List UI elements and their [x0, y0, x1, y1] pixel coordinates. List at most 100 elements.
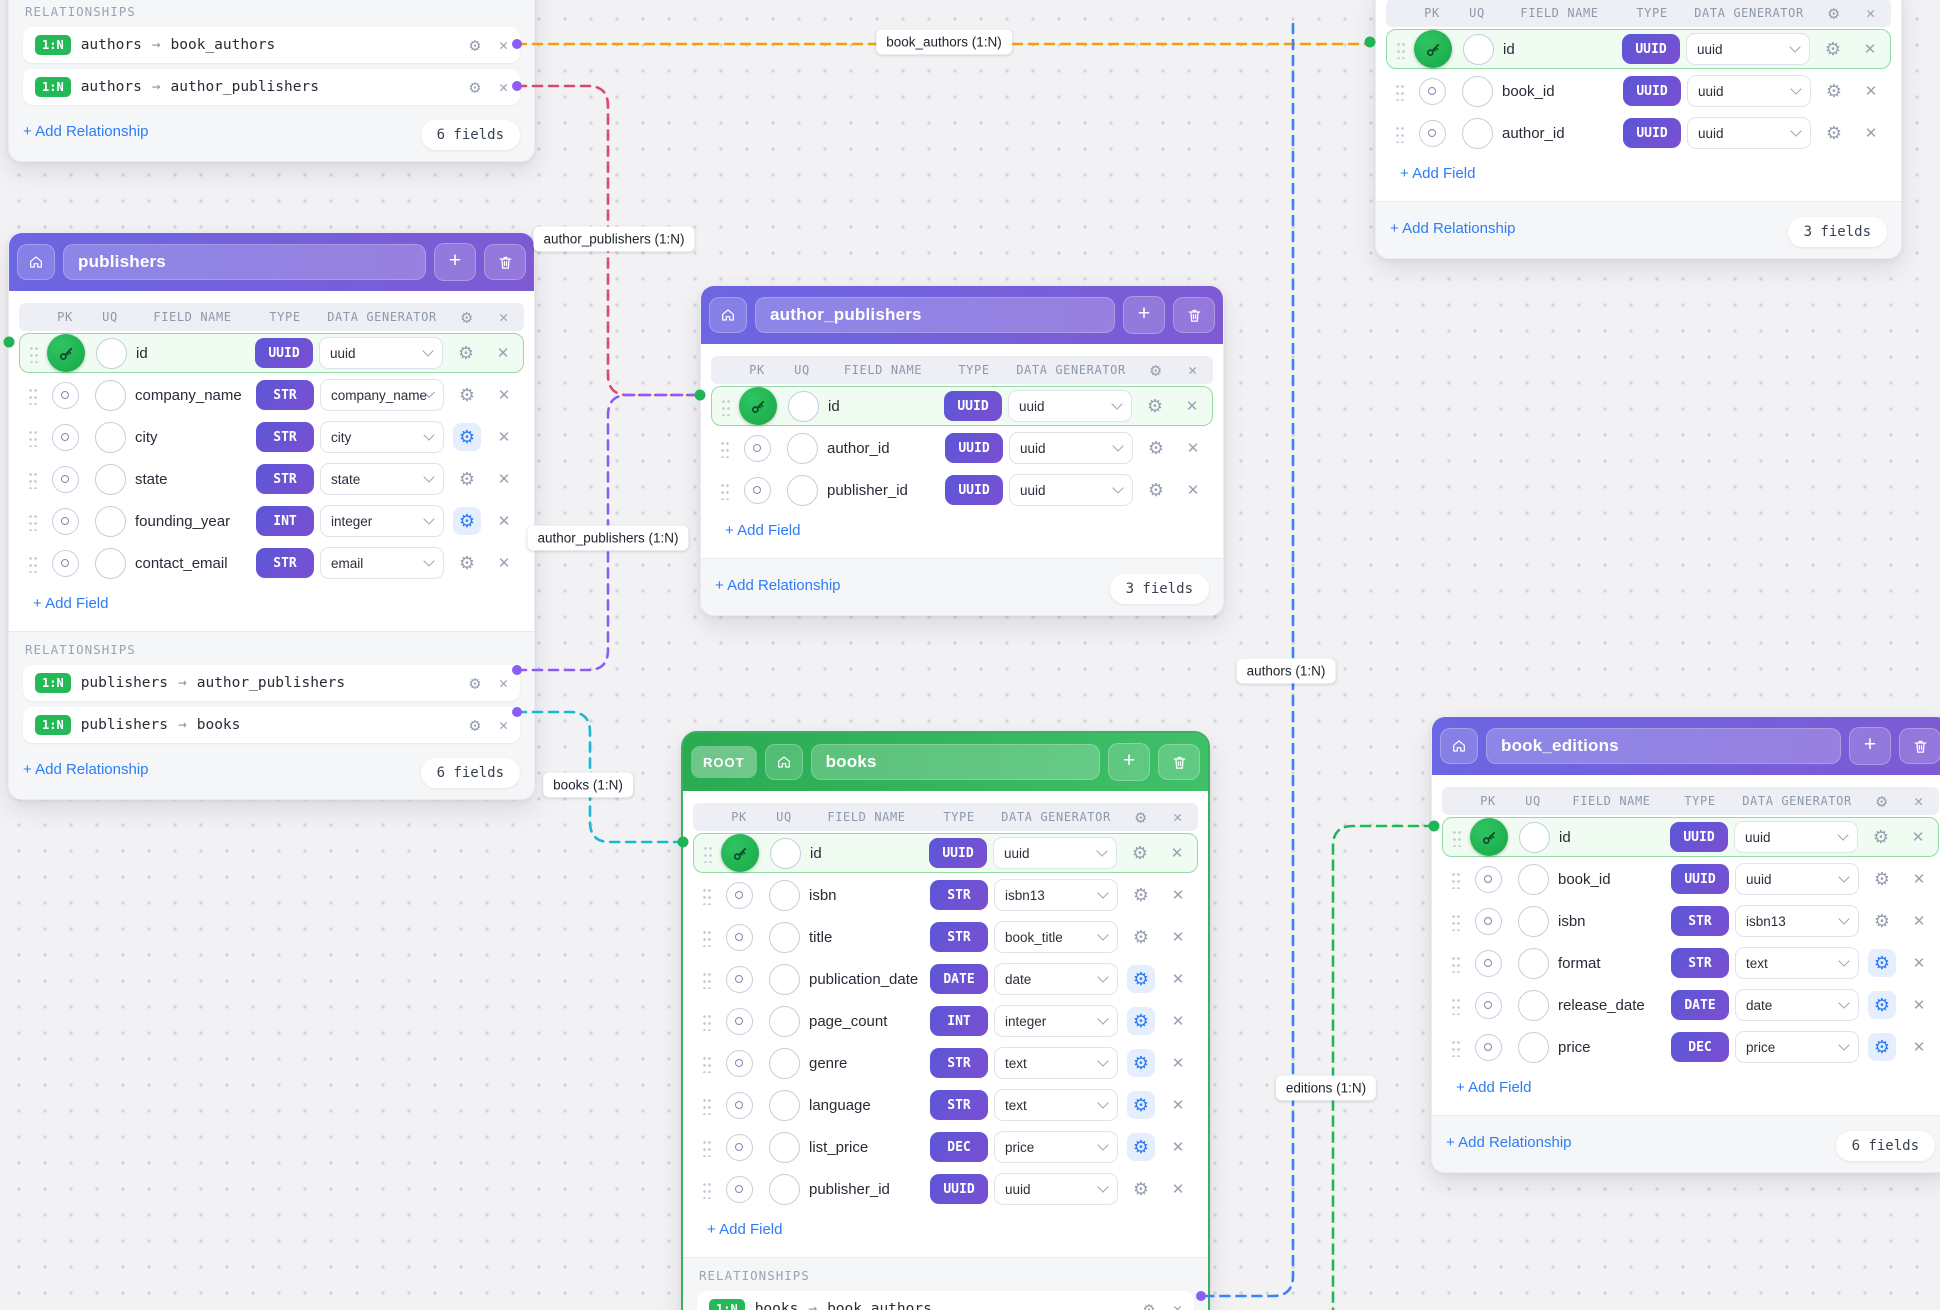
remove-field-icon[interactable]: ✕ [497, 555, 511, 572]
drag-handle-icon[interactable] [719, 438, 729, 458]
pk-toggle[interactable] [725, 923, 753, 951]
uq-toggle[interactable] [768, 1173, 800, 1205]
drag-handle-icon[interactable] [27, 469, 37, 489]
type-badge[interactable]: INT [930, 1006, 988, 1036]
type-badge[interactable]: STR [256, 464, 314, 494]
home-button[interactable] [1440, 728, 1478, 764]
generator-select[interactable]: book_title [994, 921, 1118, 953]
remove-field-icon[interactable]: ✕ [497, 513, 511, 530]
field-settings-icon[interactable]: ⚙ [458, 468, 476, 489]
field-name[interactable]: id [1559, 828, 1571, 846]
field-settings-icon[interactable]: ⚙ [1146, 395, 1164, 416]
remove-field-icon[interactable]: ✕ [1911, 829, 1925, 846]
generator-select[interactable]: uuid [1734, 821, 1858, 853]
field-name[interactable]: book_id [1502, 82, 1555, 100]
generator-select[interactable]: uuid [1687, 75, 1811, 107]
remove-field-icon[interactable]: ✕ [1171, 1139, 1185, 1156]
field-settings-icon[interactable]: ⚙ [1873, 910, 1891, 931]
add-relationship-link[interactable]: + Add Relationship [23, 761, 149, 778]
uq-toggle[interactable] [1517, 905, 1549, 937]
add-field-link[interactable]: + Add Field [33, 595, 109, 612]
table-name-input[interactable]: book_editions [1486, 728, 1841, 764]
pk-toggle[interactable] [725, 1175, 753, 1203]
generator-select[interactable]: uuid [1735, 863, 1859, 895]
pk-toggle[interactable] [51, 381, 79, 409]
pk-toggle[interactable] [1474, 1033, 1502, 1061]
field-settings-icon[interactable]: ⚙ [1132, 926, 1150, 947]
field-settings-icon[interactable]: ⚙ [1868, 1033, 1896, 1061]
field-name[interactable]: author_id [827, 439, 890, 457]
generator-select[interactable]: integer [994, 1005, 1118, 1037]
delete-table-button[interactable] [1899, 728, 1940, 764]
pk-toggle[interactable] [743, 476, 771, 504]
field-settings-icon[interactable]: ⚙ [1127, 965, 1155, 993]
drag-handle-icon[interactable] [1450, 911, 1460, 931]
relationship-settings-icon[interactable]: ⚙ [1143, 1298, 1155, 1310]
relationship-settings-icon[interactable]: ⚙ [469, 714, 481, 736]
remove-field-icon[interactable]: ✕ [497, 429, 511, 446]
type-badge[interactable]: STR [256, 422, 314, 452]
drag-handle-icon[interactable] [28, 343, 38, 363]
type-badge[interactable]: STR [1671, 948, 1729, 978]
add-column-button[interactable]: + [434, 243, 476, 281]
drag-handle-icon[interactable] [27, 553, 37, 573]
uq-toggle[interactable] [768, 1047, 800, 1079]
drag-handle-icon[interactable] [1450, 869, 1460, 889]
drag-handle-icon[interactable] [720, 396, 730, 416]
pk-toggle[interactable] [725, 1091, 753, 1119]
type-badge[interactable]: DATE [930, 964, 988, 994]
generator-select[interactable]: price [994, 1131, 1118, 1163]
drag-handle-icon[interactable] [701, 927, 711, 947]
add-relationship-link[interactable]: + Add Relationship [23, 123, 149, 140]
generator-select[interactable]: uuid [993, 837, 1117, 869]
add-field-link[interactable]: + Add Field [1400, 165, 1476, 182]
field-name[interactable]: language [809, 1096, 871, 1114]
delete-table-button[interactable] [484, 244, 526, 280]
field-name[interactable]: author_id [1502, 124, 1565, 142]
field-name[interactable]: book_id [1558, 870, 1611, 888]
remove-field-icon[interactable]: ✕ [1171, 887, 1185, 904]
field-settings-icon[interactable]: ⚙ [1868, 949, 1896, 977]
pk-toggle[interactable] [721, 834, 759, 872]
remove-field-icon[interactable]: ✕ [496, 345, 510, 362]
field-name[interactable]: id [828, 397, 840, 415]
drag-handle-icon[interactable] [701, 969, 711, 989]
table-name-input[interactable]: author_publishers [755, 297, 1115, 333]
uq-toggle[interactable] [768, 921, 800, 953]
remove-field-icon[interactable]: ✕ [1171, 1013, 1185, 1030]
table-settings-icon[interactable]: ⚙ [1876, 790, 1888, 812]
remove-field-icon[interactable]: ✕ [1863, 41, 1877, 58]
remove-field-icon[interactable]: ✕ [497, 471, 511, 488]
generator-select[interactable]: isbn13 [1735, 905, 1859, 937]
pk-toggle[interactable] [1474, 907, 1502, 935]
drag-handle-icon[interactable] [701, 1137, 711, 1157]
generator-select[interactable]: uuid [319, 337, 443, 369]
drag-handle-icon[interactable] [701, 885, 711, 905]
uq-toggle[interactable] [768, 963, 800, 995]
remove-field-icon[interactable]: ✕ [1864, 83, 1878, 100]
pk-toggle[interactable] [1474, 991, 1502, 1019]
table-name-input[interactable]: publishers [63, 244, 426, 280]
field-settings-icon[interactable]: ⚙ [1131, 842, 1149, 863]
field-name[interactable]: id [136, 344, 148, 362]
uq-toggle[interactable] [787, 390, 819, 422]
field-name[interactable]: id [1503, 40, 1515, 58]
type-badge[interactable]: UUID [1670, 822, 1728, 852]
drag-handle-icon[interactable] [1395, 39, 1405, 59]
remove-field-icon[interactable]: ✕ [1171, 929, 1185, 946]
uq-toggle[interactable] [768, 1131, 800, 1163]
field-settings-icon[interactable]: ⚙ [1132, 1178, 1150, 1199]
home-button[interactable] [764, 744, 803, 780]
field-name[interactable]: isbn [809, 886, 837, 904]
drag-handle-icon[interactable] [701, 1053, 711, 1073]
uq-toggle[interactable] [95, 337, 127, 369]
generator-select[interactable]: integer [320, 505, 444, 537]
remove-field-icon[interactable]: ✕ [1186, 440, 1200, 457]
pk-toggle[interactable] [47, 334, 85, 372]
generator-select[interactable]: text [994, 1047, 1118, 1079]
pk-toggle[interactable] [1414, 30, 1452, 68]
generator-select[interactable]: date [994, 963, 1118, 995]
field-name[interactable]: company_name [135, 386, 242, 404]
table-close-icon[interactable]: ✕ [499, 308, 509, 326]
drag-handle-icon[interactable] [702, 843, 712, 863]
